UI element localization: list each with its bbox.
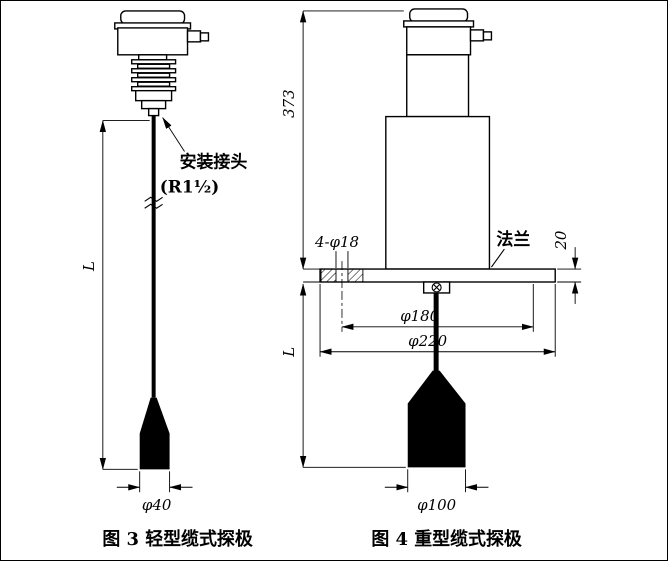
cable-fig4 — [433, 292, 439, 373]
fig4-probe-drawing — [319, 8, 556, 468]
probe-body-fig4 — [385, 115, 491, 270]
length-dimension-label-fig4: L — [280, 347, 298, 358]
cable-gland — [422, 281, 451, 294]
mount-thread-label: (R1½) — [160, 176, 220, 196]
bolt-circle-diameter-label: φ180 — [400, 307, 439, 325]
weight-diameter-label-fig3: φ40 — [142, 496, 172, 514]
counterweight-fig4 — [407, 370, 466, 468]
fig4-caption: 图 4 重型缆式探极 — [371, 528, 521, 550]
bolt-holes-label: 4-φ18 — [314, 233, 359, 251]
bolt-hole-hatch-left — [320, 268, 337, 283]
thread-section-fig3 — [131, 59, 177, 92]
bolt-hole-hatch-right — [347, 268, 364, 283]
cable-fig3 — [151, 115, 156, 398]
flange-thickness-label: 20 — [552, 230, 570, 251]
fig3-caption: 图 3 轻型缆式探极 — [102, 528, 252, 550]
mounting-nut-fig3 — [135, 89, 173, 117]
length-dimension-label-fig3: L — [80, 261, 98, 272]
fig3-probe-drawing — [114, 10, 210, 470]
flange-plate — [319, 261, 556, 291]
probe-head-fig3 — [114, 10, 210, 61]
fig3-dimensions: L 安装接头 (R1½) φ40 — [80, 117, 248, 514]
flange-label: 法兰 — [496, 229, 530, 249]
fig4-dimensions: 373 4-φ18 法兰 20 φ180 φ220 L φ100 — [280, 10, 582, 514]
overall-height-label: 373 — [280, 89, 298, 118]
weight-diameter-label-fig4: φ100 — [417, 496, 456, 514]
cable-break-mark — [144, 196, 163, 209]
mount-connector-label: 安装接头 — [180, 151, 248, 171]
counterweight-fig3 — [139, 397, 170, 470]
probe-head-fig4 — [403, 8, 493, 56]
flange-diameter-label: φ220 — [408, 332, 447, 350]
probe-neck-fig4 — [406, 54, 470, 118]
